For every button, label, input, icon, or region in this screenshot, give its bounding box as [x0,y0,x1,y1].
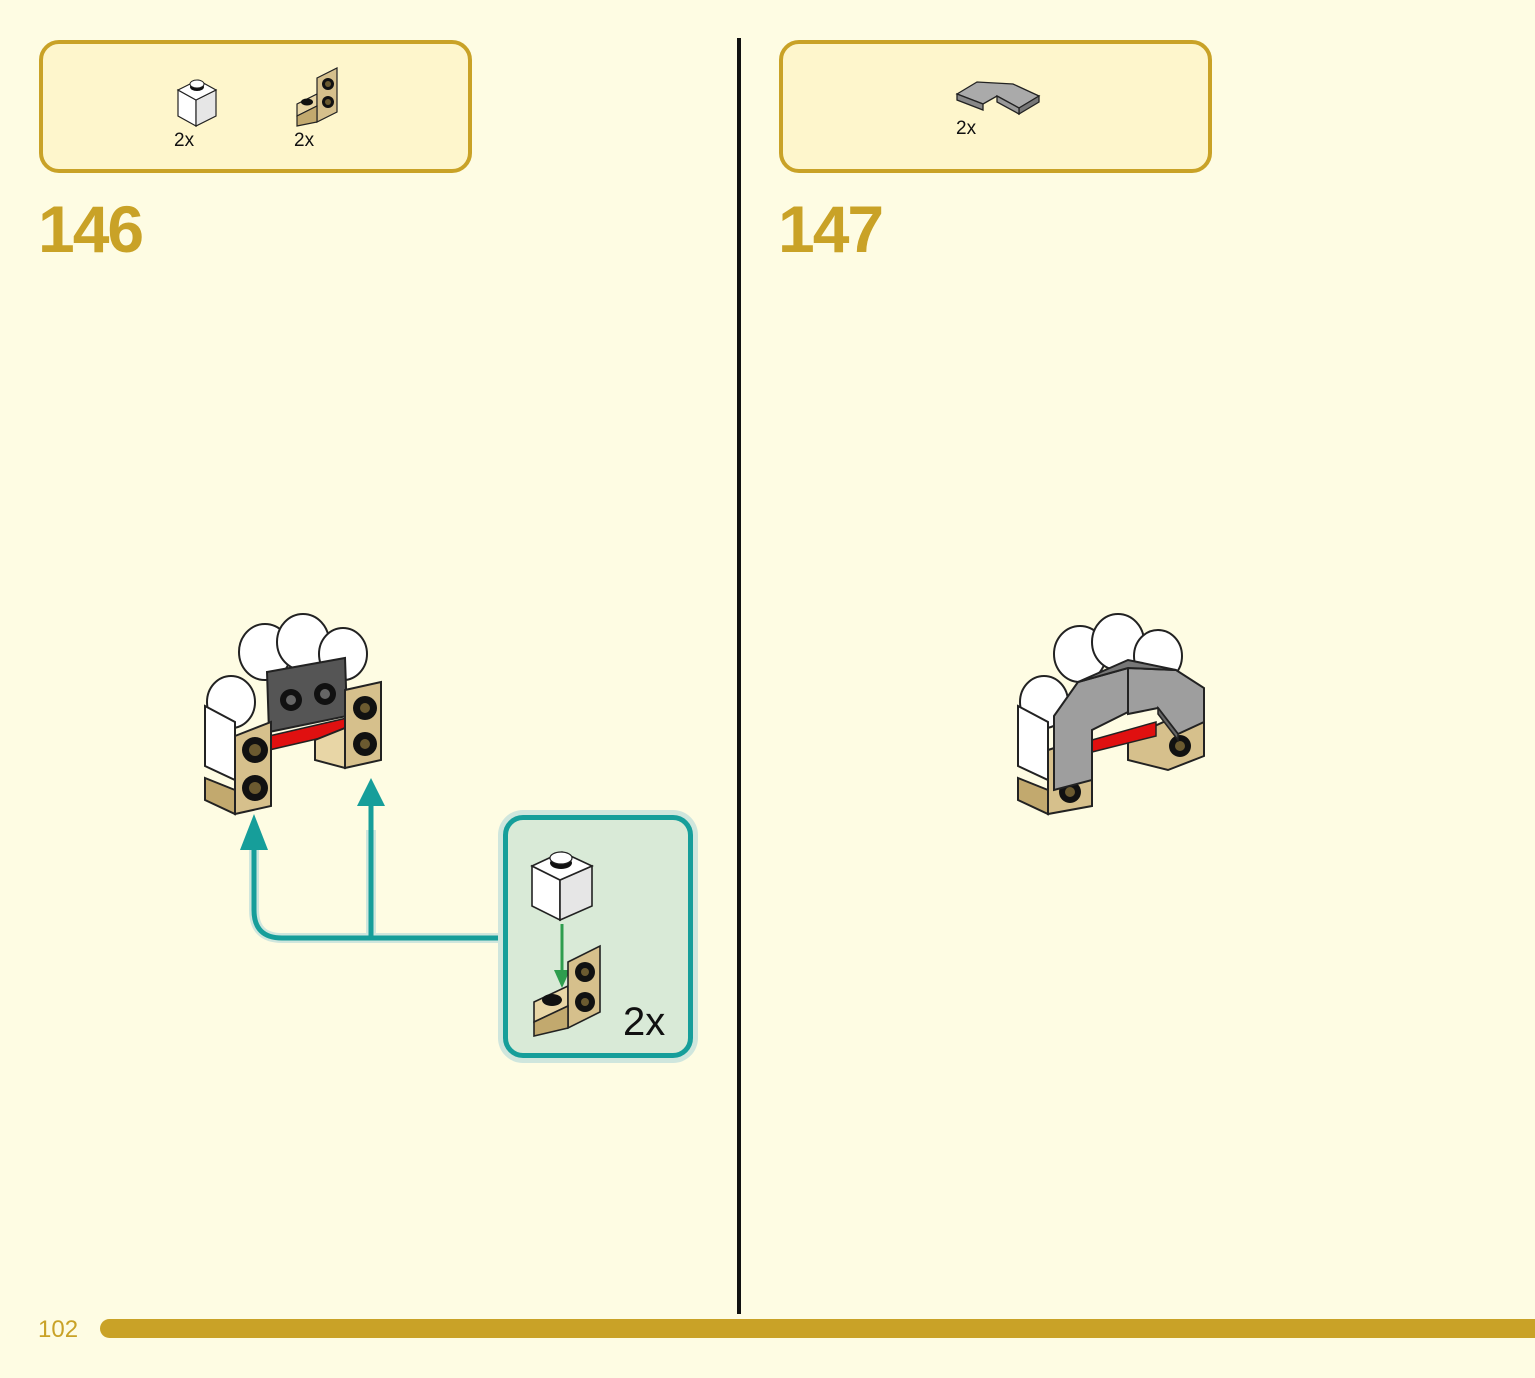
page-progress-bar [100,1319,1535,1338]
subassembly-callout: 2x [503,815,693,1058]
step-number-147: 147 [778,192,884,266]
tan-bracket-icon [296,67,338,127]
arrow-up-icon [240,814,268,850]
white-brick-1x1-icon [530,851,594,922]
part-qty: 2x [956,118,977,139]
assembly-model-146 [204,613,382,816]
parts-list-box-147: 2x [779,40,1212,173]
page-number: 102 [38,1316,79,1343]
part-qty: 2x [174,130,195,151]
subassembly-qty: 2x [623,1000,666,1044]
callout-arrows [240,778,510,943]
tan-bracket-icon [533,944,601,1038]
arrow-up-icon [357,778,385,806]
step-divider [737,38,741,1314]
step-number-146: 146 [38,192,144,266]
white-brick-1x1-icon [176,79,218,128]
assembly-model-147 [1017,613,1205,816]
gray-tile-corner-icon [955,81,1041,116]
parts-list-box-146: 2x 2x [39,40,472,173]
arrow-down-icon [554,924,570,988]
part-qty: 2x [294,130,315,151]
